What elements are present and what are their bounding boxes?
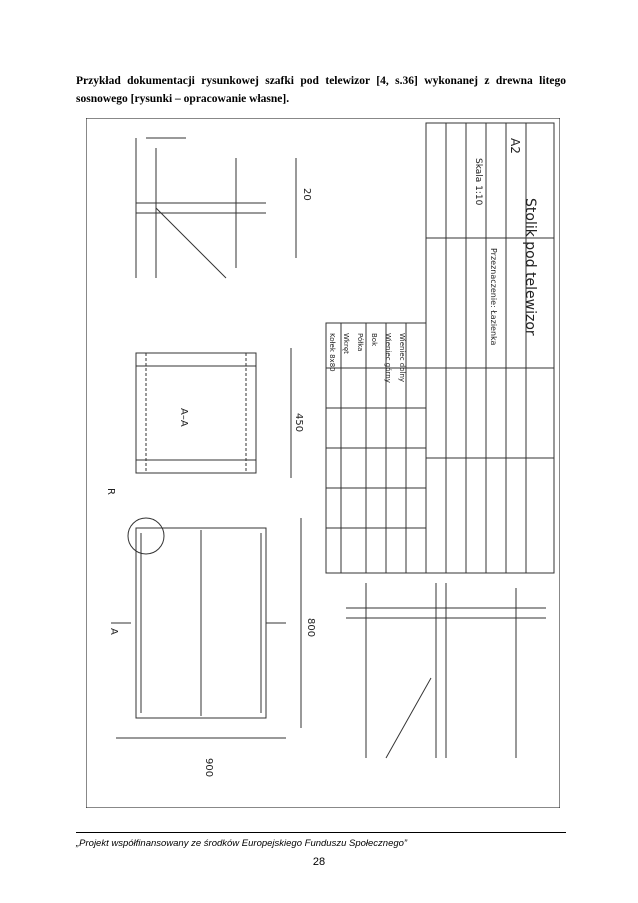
label-20: 20 [301, 188, 312, 201]
parts-row-7: Kołek 8x80 [328, 333, 336, 372]
drawing-frame [86, 118, 560, 808]
parts-row-6: Wkręt [342, 333, 350, 354]
label-section-aa: A–A [178, 408, 189, 427]
section-aa [135, 348, 292, 478]
detail-bottom [346, 583, 546, 759]
parts-row-3: Wieniec górny [384, 333, 392, 383]
footer-text: „Projekt współfinansowany ze środków Eur… [76, 838, 408, 849]
page-number: 28 [312, 856, 326, 868]
technical-drawing: 900 800 450 20 R A A–A Kołek 8x80 Wkręt … [86, 118, 560, 808]
parts-row-4: Bok [370, 333, 378, 347]
title-block-format: A2 [508, 138, 522, 154]
drawing-title: Stolik pod telewizor [522, 198, 538, 336]
figure-caption: Przykład dokumentacji rysunkowej szafki … [76, 75, 566, 105]
detail-top [135, 137, 297, 279]
label-r: R [105, 488, 116, 495]
front-view [111, 517, 302, 739]
label-a-left: A [108, 628, 119, 635]
parts-row-2: Wieniec dolny [398, 333, 406, 382]
label-800: 800 [305, 618, 316, 637]
parts-row-5: Półka [356, 333, 364, 351]
title-block-purpose: Przeznaczenie: Łazienka [489, 248, 498, 346]
label-900: 900 [203, 758, 214, 777]
title-block [425, 122, 555, 574]
footer-divider [76, 832, 566, 833]
label-450: 450 [293, 413, 304, 432]
title-block-scale: Skala 1:10 [473, 158, 483, 206]
parts-table [325, 322, 427, 574]
